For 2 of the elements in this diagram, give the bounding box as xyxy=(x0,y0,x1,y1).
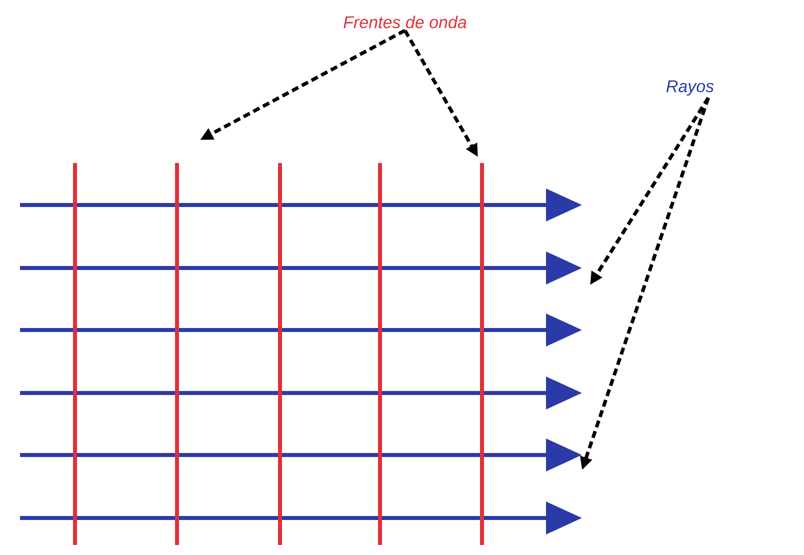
callout-label: Rayos xyxy=(666,80,714,96)
callout-label: Frentes de onda xyxy=(344,16,466,28)
